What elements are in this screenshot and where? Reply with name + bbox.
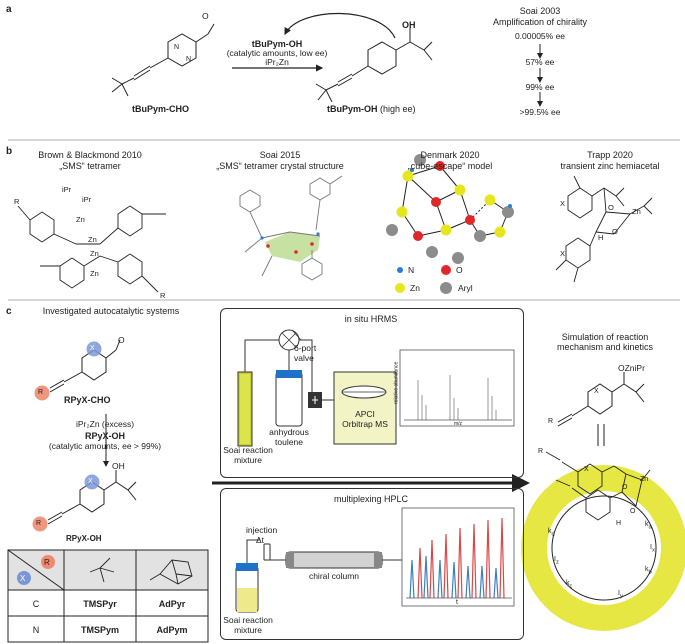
- equilibrium-arrows: [597, 424, 605, 446]
- ms-y-axis: relative abundance: [393, 361, 400, 405]
- table-row-1-b: AdPyr: [158, 599, 186, 609]
- reactant-structure: [111, 23, 215, 97]
- catalyst-label: tBuPym-OH: [251, 39, 303, 49]
- cycle-kc: kc: [566, 580, 573, 590]
- ee-step-2: 57% ee: [525, 57, 555, 67]
- mass-spectrum: [399, 349, 515, 427]
- soai-title: Soai 2003: [519, 6, 561, 16]
- table-row-2-a: TMSPym: [80, 625, 119, 635]
- legend-o: O: [456, 265, 463, 275]
- product-label: tBuPym-OH (high ee): [327, 104, 416, 114]
- table-row-2-x: N: [32, 625, 40, 635]
- sms-tetramer-structure: [17, 205, 166, 293]
- ee-step-1: 0.00005% ee: [514, 31, 566, 41]
- legend-aryl: Aryl: [458, 283, 473, 293]
- intermediate-structure: [557, 372, 645, 427]
- rpyx-oh-label: RPyX-OH: [66, 534, 102, 543]
- injection-label: injection: [246, 525, 278, 535]
- panel-b-subtitle-4: transient zinc hemiacetal: [560, 161, 660, 171]
- panel-b-title-4: Trapp 2020: [587, 150, 633, 160]
- column-label: chiral column: [308, 571, 360, 581]
- catalyst-note: (catalytic amounts, low ee): [226, 48, 328, 58]
- left-title: Investigated autocatalytic systems: [42, 306, 180, 316]
- chromatogram: [401, 507, 515, 607]
- panel-c-label: c: [6, 306, 12, 317]
- legend-n: N: [408, 265, 415, 275]
- panel-b-subtitle-2: „SMS“ tetramer crystal structure: [216, 161, 344, 171]
- catalytic-cycle-path: [551, 495, 657, 601]
- dimer-structure: [545, 451, 651, 521]
- catalytic-cycle-ring: [521, 465, 685, 631]
- reagent-label: iPr₂Zn: [265, 57, 289, 67]
- table-header-x: X: [20, 574, 26, 583]
- rpyx-oh-catalyst: RPyX-OH: [84, 431, 125, 441]
- cycle-kd: kd: [548, 528, 555, 538]
- panel-b-subtitle-3: „cube-escape“ model: [407, 161, 493, 171]
- panel-b-label: b: [6, 146, 13, 157]
- panel-b-title-2: Soai 2015: [259, 150, 301, 160]
- zinc-reagent: iPr₂Zn (excess): [75, 419, 135, 429]
- cycle-kb: kb: [645, 566, 652, 576]
- hplc-mixture-label: Soai reaction mixture: [223, 615, 273, 635]
- rpyx-cho-structure: [49, 339, 121, 393]
- hrms-box: [220, 308, 524, 478]
- chrom-x-axis: t: [456, 599, 458, 606]
- process-arrow-head: [512, 474, 530, 492]
- legend-n-dot: [397, 267, 403, 273]
- zinc-hemiacetal-structure: [555, 175, 653, 283]
- hplc-title: multiplexing HPLC: [333, 494, 409, 504]
- panel-b-subtitle-1: „SMS“ tetramer: [59, 161, 121, 171]
- product-structure: [315, 28, 433, 103]
- crystal-structure: [239, 175, 343, 281]
- legend-zn-dot: [395, 283, 405, 293]
- hplc-box: [220, 488, 524, 640]
- legend-zn: Zn: [410, 283, 420, 293]
- table-row-2-b: AdPym: [156, 625, 188, 635]
- panel-b-title-1: Brown & Blackmond 2010: [38, 150, 142, 160]
- delta-t-label: Δt: [256, 535, 265, 545]
- catalyst-amount: (catalytic amounts, ee > 99%): [48, 441, 162, 451]
- hrms-setup: [237, 329, 397, 447]
- panel-b-title-3: Denmark 2020: [420, 150, 480, 160]
- ee-step-4: >99.5% ee: [519, 107, 561, 117]
- r-group-dot: [34, 385, 50, 401]
- ozn-label: OZniPr: [618, 363, 645, 373]
- substituent-table: [7, 549, 209, 643]
- valve-label: 6-port valve: [294, 343, 317, 363]
- apci-label: APCI Orbitrap MS: [342, 409, 388, 429]
- legend-o-dot: [441, 265, 451, 275]
- table-row-1-a: TMSPyr: [83, 599, 117, 609]
- x-position-dot: [86, 341, 102, 357]
- cycle-ix: Ix: [650, 544, 655, 554]
- autocatalysis-arrow: [284, 12, 396, 39]
- ms-x-axis: m/z: [454, 421, 463, 427]
- soai-subtitle: Amplification of chirality: [492, 17, 588, 27]
- cycle-ka: ka: [645, 521, 652, 531]
- toluene-label: anhydrous toulene: [269, 427, 309, 447]
- cycle-iy: Iy: [618, 590, 623, 600]
- cube-escape-model: [386, 154, 514, 294]
- reactant-label: tBuPym-CHO: [132, 104, 190, 114]
- panel-a-label: a: [6, 4, 12, 15]
- ee-step-3: 99% ee: [525, 82, 555, 92]
- hplc-setup: [235, 539, 402, 613]
- table-row-1-x: C: [32, 599, 40, 609]
- simulation-title: Simulation of reaction mechanism and kin…: [556, 332, 654, 353]
- hrms-title: in situ HRMS: [344, 314, 398, 324]
- hrms-mixture-label: Soai reaction mixture: [223, 445, 273, 465]
- table-header-r: R: [44, 558, 50, 567]
- cycle-iz: Iz: [554, 556, 559, 566]
- legend-aryl-dot: [440, 282, 452, 294]
- rpyx-cho-label: RPyX-CHO: [64, 395, 111, 405]
